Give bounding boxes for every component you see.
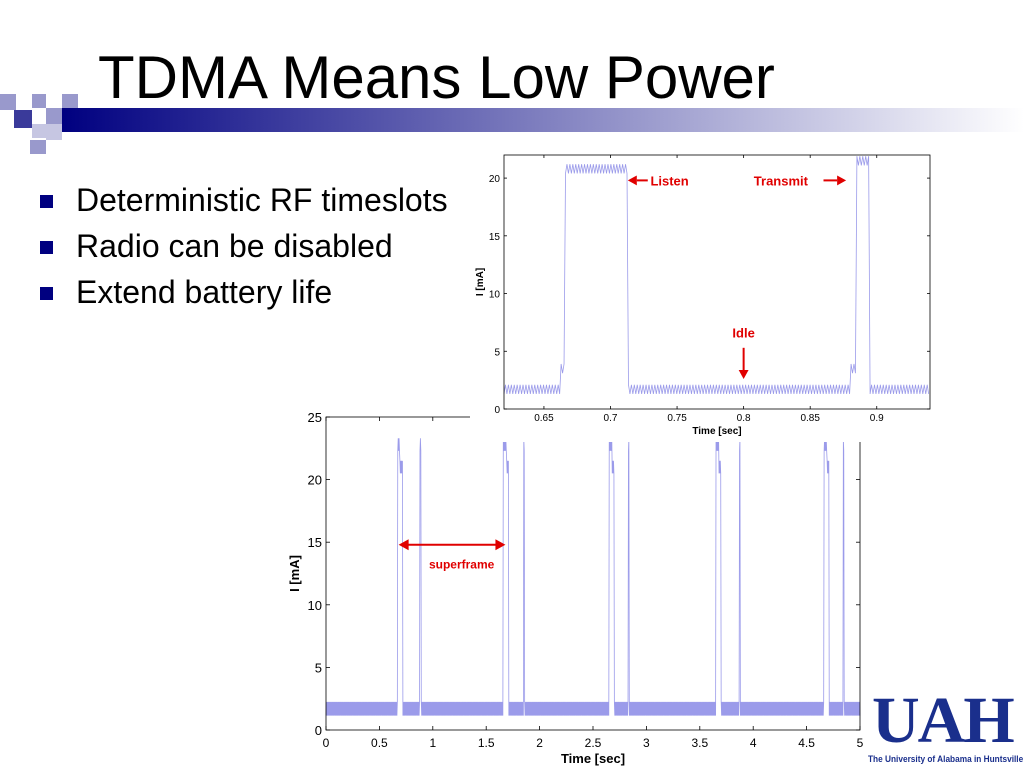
x-tick-label: 3.5 xyxy=(691,736,708,750)
idle-label: Idle xyxy=(732,325,754,340)
listen-label: Listen xyxy=(650,173,688,188)
y-tick-label: 20 xyxy=(308,473,322,488)
bullet-text: Deterministic RF timeslots xyxy=(76,182,448,218)
y-axis-title: I [mA] xyxy=(475,268,486,296)
listen-arrow-head xyxy=(627,175,637,186)
y-tick-label: 5 xyxy=(315,660,322,675)
bullet-item: Extend battery life xyxy=(36,272,476,312)
x-tick-label: 2 xyxy=(536,736,543,750)
y-tick-label: 10 xyxy=(308,598,322,613)
superframe-arrow-right-head xyxy=(495,539,506,551)
axes-box xyxy=(503,154,931,410)
trace-current-zoom xyxy=(503,156,930,395)
y-tick-label: 0 xyxy=(315,723,322,738)
trace-current xyxy=(325,438,861,716)
x-tick-label: 4.5 xyxy=(798,736,815,750)
bullet-item: Deterministic RF timeslots xyxy=(36,180,476,220)
idle-arrow-head xyxy=(738,369,749,379)
square-bullet-icon xyxy=(40,241,53,254)
x-axis-title: Time [sec] xyxy=(692,426,741,437)
transmit-arrow-head xyxy=(837,175,847,186)
x-tick-label: 0.7 xyxy=(604,413,618,424)
bullet-text: Radio can be disabled xyxy=(76,228,393,264)
x-tick-label: 0.5 xyxy=(371,736,388,750)
superframe-label: superframe xyxy=(429,558,495,572)
y-tick-label: 15 xyxy=(308,535,322,550)
square-bullet-icon xyxy=(40,195,53,208)
uah-logo: UAH The University of Alabama in Huntsvi… xyxy=(866,688,1024,768)
plot-area xyxy=(326,417,860,730)
x-tick-label: 0 xyxy=(323,736,330,750)
bullet-list: Deterministic RF timeslots Radio can be … xyxy=(36,180,476,318)
x-tick-label: 0.8 xyxy=(737,413,751,424)
x-tick-label: 0.9 xyxy=(870,413,884,424)
square-bullet-icon xyxy=(40,287,53,300)
logo-caption: The University of Alabama in Huntsville xyxy=(868,754,1024,764)
x-tick-label: 3 xyxy=(643,736,650,750)
transmit-label: Transmit xyxy=(754,173,809,188)
x-tick-label: 2.5 xyxy=(585,736,602,750)
slide-title: TDMA Means Low Power xyxy=(98,44,775,111)
x-tick-label: 1.5 xyxy=(478,736,495,750)
y-tick-label: 20 xyxy=(489,174,501,185)
y-tick-label: 0 xyxy=(494,405,500,416)
y-axis-title: I [mA] xyxy=(287,555,302,592)
bullet-text: Extend battery life xyxy=(76,274,333,310)
y-tick-label: 10 xyxy=(489,290,501,301)
x-tick-label: 0.75 xyxy=(667,413,687,424)
x-tick-label: 1 xyxy=(429,736,436,750)
x-tick-label: 5 xyxy=(857,736,864,750)
x-tick-label: 0.85 xyxy=(800,413,820,424)
x-tick-label: 4 xyxy=(750,736,757,750)
y-tick-label: 5 xyxy=(494,347,500,358)
x-tick-label: 0.65 xyxy=(534,413,554,424)
y-tick-label: 25 xyxy=(308,410,322,425)
y-tick-label: 15 xyxy=(489,232,501,243)
bullet-item: Radio can be disabled xyxy=(36,226,476,266)
logo-letters: UAH xyxy=(872,684,1015,757)
superframe-arrow-left-head xyxy=(398,539,409,551)
x-axis-title: Time [sec] xyxy=(561,751,625,766)
